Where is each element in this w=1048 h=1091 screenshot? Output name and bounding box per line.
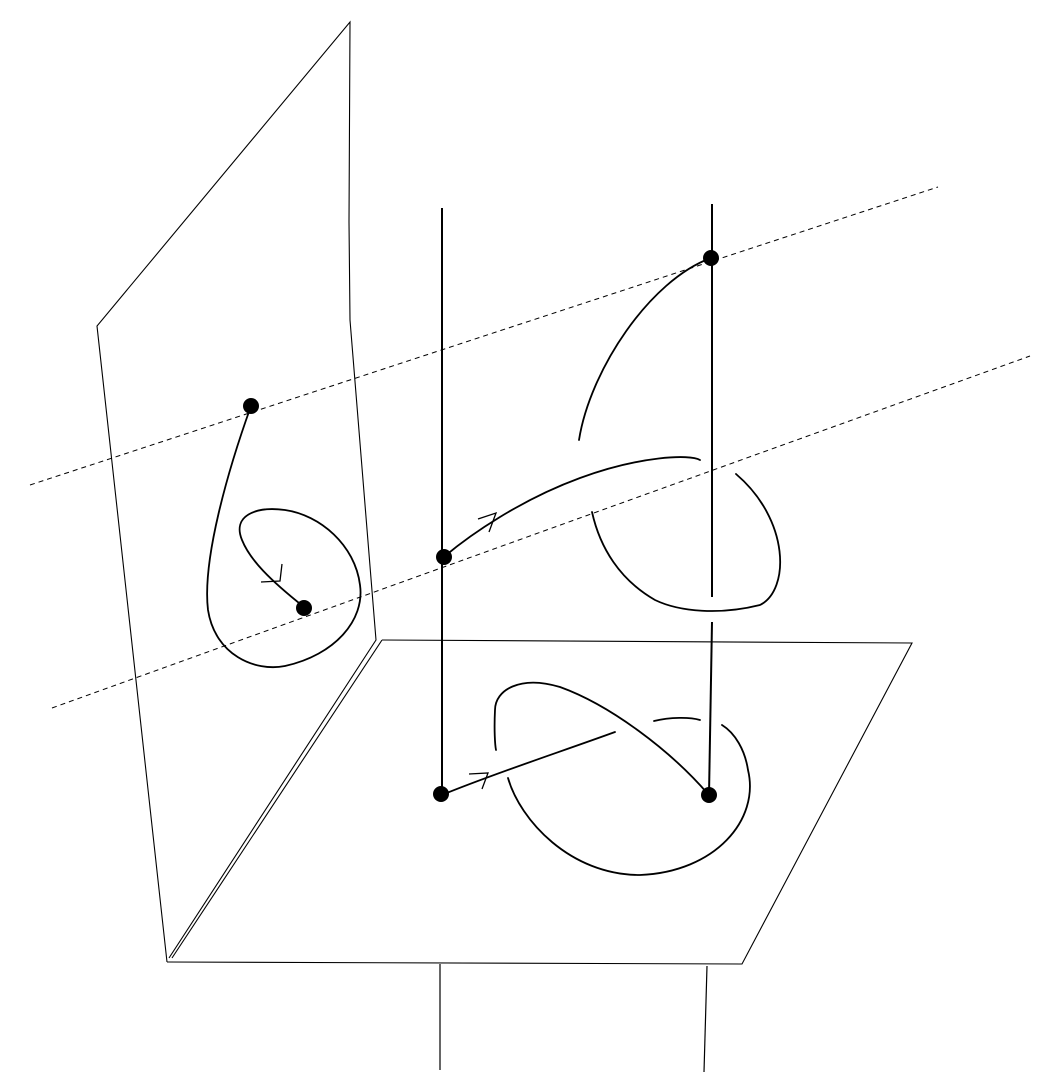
floor-curve-strand-c [493,681,709,795]
horizontal-plane-outline [166,639,913,965]
pole-right-lower [708,621,713,796]
spatial-curve-strand-c [578,257,712,441]
spatial-curve-strand-b [591,473,782,612]
projection-line-upper [29,186,939,486]
spatial-curve-arrow [477,511,498,533]
point-vertical-plane-end [296,600,312,616]
pole-right-below-floor [703,965,708,1073]
point-vertical-plane-top [243,398,259,414]
point-left-pole-mid [436,549,452,565]
point-floor-left [433,786,449,802]
spatial-curve [444,257,782,612]
horizontal-plane [166,639,913,965]
vertical-plane-outline [96,20,377,963]
vertical-plane-arrow [260,563,283,583]
floor-curve-strand-d [507,724,751,876]
spatial-curve-strand-a [444,456,701,557]
projection-lines [29,186,1031,709]
vertical-plane [96,20,383,963]
floor-curve [441,681,751,876]
point-right-pole-top [703,250,719,266]
poles [439,204,713,1073]
vertical-plane-outer-loop [206,405,362,668]
floor-curve-strand-b [653,716,701,722]
floor-curve-strand-a [441,731,616,796]
marked-points [243,250,719,803]
vertical-plane-inner-edge [171,639,383,959]
floor-curve-arrow [468,772,489,790]
vertical-plane-curve [206,405,362,668]
point-floor-right [701,787,717,803]
projection-line-lower [51,355,1031,709]
